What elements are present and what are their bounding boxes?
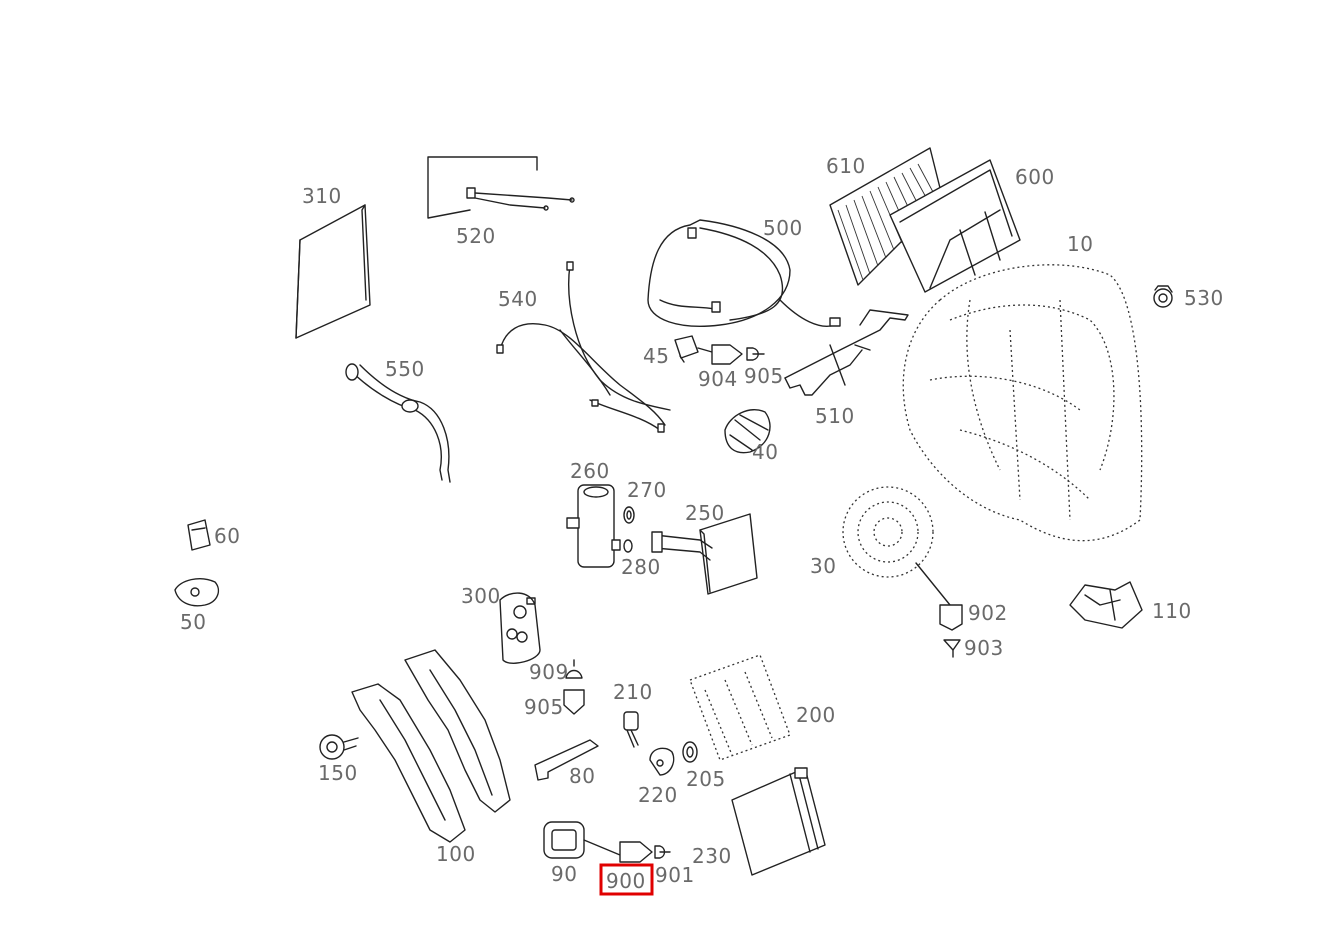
label-905-top[interactable]: 905 — [744, 364, 784, 388]
part-530-drawing[interactable] — [1153, 285, 1173, 308]
part-905-bottom-drawing[interactable] — [563, 689, 585, 715]
label-150[interactable]: 150 — [318, 761, 358, 785]
part-205-drawing[interactable] — [682, 741, 698, 763]
label-40[interactable]: 40 — [752, 440, 778, 464]
part-300-drawing[interactable] — [499, 592, 541, 664]
label-50[interactable]: 50 — [180, 610, 206, 634]
label-250[interactable]: 250 — [685, 501, 725, 525]
label-903[interactable]: 903 — [964, 636, 1004, 660]
part-220-drawing[interactable] — [649, 747, 675, 776]
part-150-drawing[interactable] — [319, 734, 359, 760]
part-902-drawing[interactable] — [939, 604, 963, 631]
label-310[interactable]: 310 — [302, 184, 342, 208]
label-45[interactable]: 45 — [643, 344, 669, 368]
part-540-drawing[interactable] — [496, 261, 671, 433]
part-909-drawing[interactable] — [565, 659, 583, 679]
part-901-drawing[interactable] — [654, 845, 671, 859]
part-550-drawing[interactable] — [345, 363, 451, 483]
part-903-drawing[interactable] — [943, 639, 961, 658]
label-80[interactable]: 80 — [569, 764, 595, 788]
label-90[interactable]: 90 — [551, 862, 577, 886]
label-280[interactable]: 280 — [621, 555, 661, 579]
label-60[interactable]: 60 — [214, 524, 240, 548]
part-60-drawing[interactable] — [187, 519, 211, 551]
part-250-drawing[interactable] — [651, 513, 758, 595]
label-100[interactable]: 100 — [436, 842, 476, 866]
part-110-drawing[interactable] — [1069, 581, 1143, 629]
label-904[interactable]: 904 — [698, 367, 738, 391]
part-600-drawing[interactable] — [889, 159, 1021, 293]
label-550[interactable]: 550 — [385, 357, 425, 381]
label-205[interactable]: 205 — [686, 767, 726, 791]
part-45-drawing[interactable] — [674, 335, 713, 363]
label-30[interactable]: 30 — [810, 554, 836, 578]
label-540[interactable]: 540 — [498, 287, 538, 311]
label-230[interactable]: 230 — [692, 844, 732, 868]
label-610[interactable]: 610 — [826, 154, 866, 178]
label-900[interactable]: 900 — [606, 869, 646, 893]
label-220[interactable]: 220 — [638, 783, 678, 807]
label-530[interactable]: 530 — [1184, 286, 1224, 310]
label-10[interactable]: 10 — [1067, 232, 1093, 256]
label-600[interactable]: 600 — [1015, 165, 1055, 189]
part-500-drawing[interactable] — [647, 219, 841, 327]
label-520[interactable]: 520 — [456, 224, 496, 248]
label-905-bottom[interactable]: 905 — [524, 695, 564, 719]
label-260[interactable]: 260 — [570, 459, 610, 483]
label-300[interactable]: 300 — [461, 584, 501, 608]
part-310-drawing[interactable] — [295, 204, 371, 339]
part-280-drawing[interactable] — [623, 539, 633, 553]
label-901[interactable]: 901 — [655, 863, 695, 887]
part-905-top-drawing[interactable] — [746, 347, 765, 361]
label-210[interactable]: 210 — [613, 680, 653, 704]
part-200-drawing[interactable] — [689, 654, 791, 761]
highlight-box-900 — [599, 863, 654, 896]
part-900-drawing[interactable] — [619, 841, 653, 863]
part-90-drawing[interactable] — [543, 821, 621, 859]
part-230-drawing[interactable] — [731, 767, 826, 876]
part-520-drawing[interactable] — [427, 156, 575, 219]
label-200[interactable]: 200 — [796, 703, 836, 727]
part-510-drawing[interactable] — [784, 309, 909, 396]
part-40-drawing[interactable] — [724, 409, 771, 454]
label-909[interactable]: 909 — [529, 660, 569, 684]
part-100-drawing[interactable] — [351, 649, 511, 843]
label-110[interactable]: 110 — [1152, 599, 1192, 623]
label-902[interactable]: 902 — [968, 601, 1008, 625]
part-904-drawing[interactable] — [711, 344, 743, 365]
label-500[interactable]: 500 — [763, 216, 803, 240]
part-80-drawing[interactable] — [534, 739, 599, 781]
label-510[interactable]: 510 — [815, 404, 855, 428]
part-270-drawing[interactable] — [623, 506, 635, 524]
part-50-drawing[interactable] — [174, 578, 220, 607]
part-260-drawing[interactable] — [566, 484, 621, 568]
part-210-drawing[interactable] — [623, 711, 639, 748]
label-270[interactable]: 270 — [627, 478, 667, 502]
part-10-drawing[interactable] — [902, 264, 1143, 542]
part-30-drawing[interactable] — [842, 486, 951, 606]
